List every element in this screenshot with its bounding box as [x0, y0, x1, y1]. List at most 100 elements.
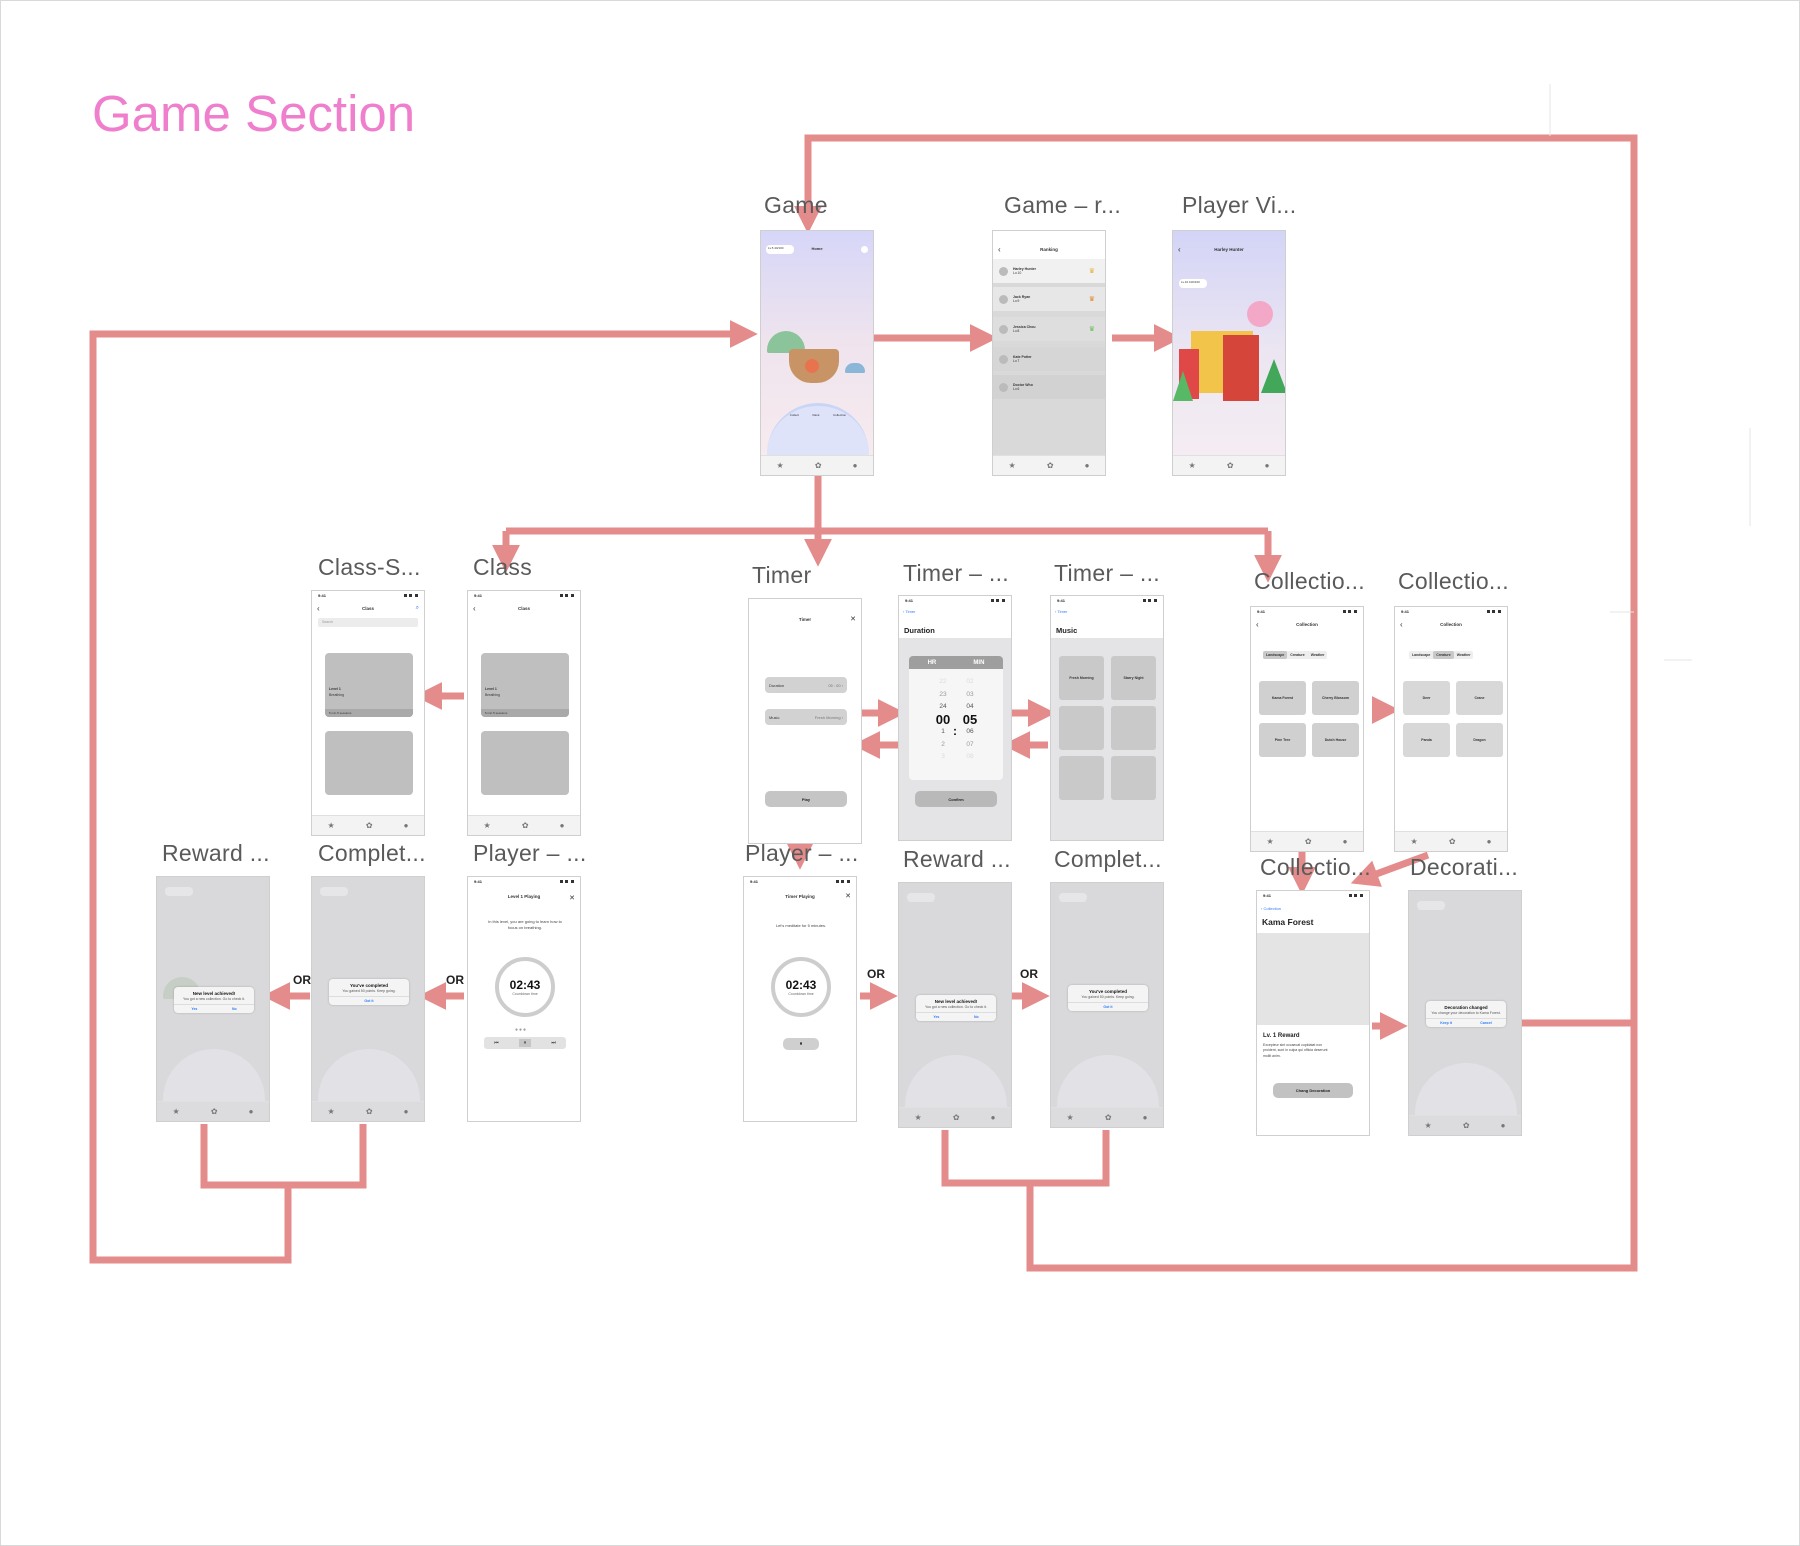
profile-icon[interactable]: ●	[1084, 460, 1090, 470]
music-tile[interactable]	[1111, 706, 1156, 750]
cancel-button[interactable]: Cancel	[1480, 1021, 1492, 1026]
cat-icon[interactable]: ✿	[1462, 1120, 1470, 1130]
back-icon[interactable]: ‹	[998, 244, 1001, 254]
screen-timer-music[interactable]: 9:41 ‹ Timer Music Fresh Morning Starry …	[1050, 595, 1164, 841]
tab-creature[interactable]: Creature	[1433, 651, 1454, 659]
decoration-dialog[interactable]: Decoration changed You change your decor…	[1426, 1001, 1506, 1028]
category-tabs[interactable]: Landscape Creature Weather	[1409, 651, 1474, 659]
music-tile[interactable]	[1059, 756, 1104, 800]
profile-icon[interactable]: ●	[852, 460, 858, 470]
screen-class-search[interactable]: 9:41 ‹Class⌕ Search Level 1 Breathing 5 …	[311, 590, 425, 836]
screen-player-level[interactable]: 9:41 Level 1 Playing✕ In this level, you…	[467, 876, 581, 1122]
play-button[interactable]: Play	[765, 791, 847, 807]
cat-icon[interactable]: ✿	[814, 460, 822, 470]
collection-item[interactable]: Kama Forest	[1259, 681, 1306, 715]
complete-dialog[interactable]: You've completed You gained 50 points. K…	[1068, 985, 1148, 1012]
profile-icon[interactable]: ●	[990, 1112, 996, 1122]
cat-icon[interactable]: ✿	[365, 1106, 373, 1116]
profile-icon[interactable]: ●	[1264, 460, 1270, 470]
back-link[interactable]: ‹ Timer	[1055, 609, 1068, 614]
tab-creature[interactable]: Creature	[1290, 653, 1305, 657]
minute-wheel[interactable]: 02 03 04 05 06 07 08	[959, 676, 981, 764]
tab-landscape[interactable]: Landscape	[1263, 651, 1288, 659]
search-icon[interactable]: ⌕	[415, 604, 419, 611]
no-button[interactable]: No	[974, 1015, 979, 1020]
next-icon[interactable]: ⏭	[551, 1040, 556, 1046]
action-rank[interactable]: Rank	[812, 413, 820, 417]
screen-timer-playing[interactable]: 9:41 Timer Playing✕ Let's meditate for 5…	[743, 876, 857, 1122]
collection-item[interactable]: Crane	[1456, 681, 1503, 715]
star-icon[interactable]: ★	[776, 460, 784, 470]
back-icon[interactable]: ‹	[1256, 619, 1259, 629]
settings-icon[interactable]	[861, 246, 868, 253]
cat-icon[interactable]: ✿	[1104, 1112, 1112, 1122]
close-icon[interactable]: ✕	[569, 895, 575, 902]
collection-item[interactable]: Deer	[1403, 681, 1450, 715]
no-button[interactable]: No	[232, 1007, 237, 1012]
back-icon[interactable]: ‹	[1178, 244, 1181, 254]
star-icon[interactable]: ★	[327, 820, 335, 830]
cat-icon[interactable]: ✿	[1226, 460, 1234, 470]
star-icon[interactable]: ★	[1410, 836, 1418, 846]
star-icon[interactable]: ★	[1008, 460, 1016, 470]
collection-item[interactable]: Pine Tree	[1259, 723, 1306, 757]
profile-icon[interactable]: ●	[248, 1106, 254, 1116]
cat-icon[interactable]: ✿	[1448, 836, 1456, 846]
search-input[interactable]: Search	[318, 618, 418, 627]
star-icon[interactable]: ★	[172, 1106, 180, 1116]
previous-icon[interactable]: ⏮	[494, 1040, 499, 1046]
class-card[interactable]	[481, 731, 569, 795]
star-icon[interactable]: ★	[1188, 460, 1196, 470]
action-collection[interactable]: Collection	[833, 413, 847, 417]
star-icon[interactable]: ★	[1266, 836, 1274, 846]
screen-collection-detail[interactable]: 9:41 ‹ Collection Kama Forest Lv. 1 Rewa…	[1256, 890, 1370, 1136]
cat-icon[interactable]: ✿	[1046, 460, 1054, 470]
confirm-button[interactable]: Confirm	[915, 791, 997, 807]
back-link[interactable]: ‹ Timer	[903, 609, 916, 614]
yes-button[interactable]: Yes	[933, 1015, 940, 1020]
tab-weather[interactable]: Weather	[1310, 653, 1325, 657]
cat-icon[interactable]: ✿	[952, 1112, 960, 1122]
screen-reward-mid[interactable]: New level achieved! You got a new collec…	[898, 882, 1012, 1128]
star-icon[interactable]: ★	[914, 1112, 922, 1122]
music-tile[interactable]: Fresh Morning	[1059, 656, 1104, 700]
star-icon[interactable]: ★	[327, 1106, 335, 1116]
got-it-button[interactable]: Got it	[1103, 1005, 1113, 1010]
category-tabs[interactable]: Landscape Creature Weather	[1263, 651, 1328, 659]
music-tile[interactable]: Starry Night	[1111, 656, 1156, 700]
tab-weather[interactable]: Weather	[1456, 653, 1471, 657]
profile-icon[interactable]: ●	[403, 1106, 409, 1116]
pause-icon[interactable]: ⏸	[518, 1039, 532, 1047]
class-card[interactable]: Level 1 Breathing 5 min 5 sessions	[325, 653, 413, 717]
back-link[interactable]: ‹ Collection	[1261, 906, 1282, 911]
reward-dialog[interactable]: New level achieved! You got a new collec…	[174, 987, 254, 1014]
music-tile[interactable]	[1059, 706, 1104, 750]
back-icon[interactable]: ‹	[1400, 619, 1403, 629]
yes-button[interactable]: Yes	[191, 1007, 198, 1012]
class-card[interactable]	[325, 731, 413, 795]
star-icon[interactable]: ★	[1424, 1120, 1432, 1130]
music-tile[interactable]	[1111, 756, 1156, 800]
profile-icon[interactable]: ●	[1142, 1112, 1148, 1122]
action-collect[interactable]: Collect	[789, 413, 799, 417]
change-decoration-button[interactable]: Chang Decoration	[1273, 1083, 1353, 1098]
complete-dialog[interactable]: You've completed You gained 50 points. K…	[329, 979, 409, 1006]
screen-complete-mid[interactable]: You've completed You gained 50 points. K…	[1050, 882, 1164, 1128]
cat-icon[interactable]: ✿	[521, 820, 529, 830]
class-card[interactable]: Level 1 Breathing 5 min 5 sessions	[481, 653, 569, 717]
collection-item[interactable]: Cherry Blossom	[1312, 681, 1359, 715]
star-icon[interactable]: ★	[1066, 1112, 1074, 1122]
hour-wheel[interactable]: 22 23 24 00 1 2 3	[933, 676, 953, 764]
screen-player-view[interactable]: ‹Harley Hunter Lv.10 100/100 ★✿●	[1172, 230, 1286, 476]
profile-icon[interactable]: ●	[1342, 836, 1348, 846]
cat-icon[interactable]: ✿	[365, 820, 373, 830]
profile-icon[interactable]: ●	[1500, 1120, 1506, 1130]
